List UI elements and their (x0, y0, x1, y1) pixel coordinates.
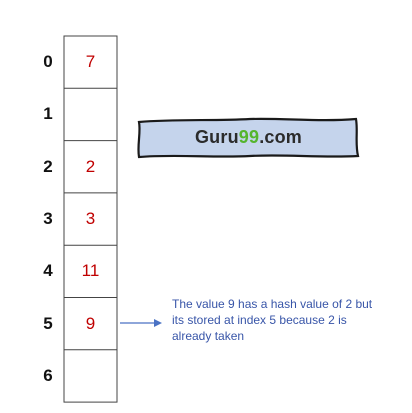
index-label: 2 (43, 156, 53, 176)
logo-text-prefix: Guru (194, 126, 239, 147)
annotation-line-3: already taken (172, 329, 245, 343)
logo-box-outline (137, 117, 360, 159)
annotation-line-2: its stored at index 5 because 2 is (172, 313, 347, 327)
arrow-head (154, 319, 162, 327)
index-label: 6 (43, 365, 53, 385)
table-cell-value: 11 (81, 261, 100, 281)
index-label: 4 (43, 261, 53, 281)
index-label: 1 (43, 104, 53, 124)
table-cell-value: 9 (85, 313, 96, 333)
index-label: 3 (43, 209, 53, 229)
table-outline (63, 35, 118, 403)
annotation-line-1: The value 9 has a hash value of 2 but (172, 297, 373, 311)
logo-text-accent: 99 (238, 126, 260, 147)
table-cell-value: 2 (85, 156, 96, 176)
logo-text-suffix: .com (259, 126, 303, 147)
annotation-text: The value 9 has a hash value of 2 but it… (172, 296, 404, 344)
table-cell-value: 7 (85, 52, 96, 71)
index-label: 0 (43, 52, 53, 72)
index-label: 5 (43, 313, 53, 333)
table-cell-value: 3 (85, 208, 96, 228)
